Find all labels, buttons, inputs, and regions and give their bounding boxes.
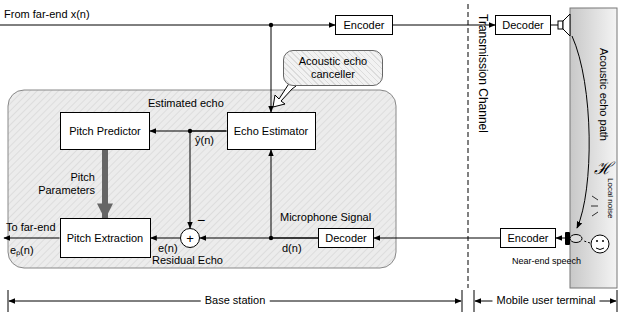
node-text: Decoder bbox=[325, 232, 367, 244]
signal-label: Residual Echo bbox=[152, 254, 223, 266]
speaker-face bbox=[584, 235, 609, 253]
signal-label: Base station bbox=[201, 294, 270, 306]
signal-connector bbox=[374, 238, 500, 239]
node-text: Pitch Predictor bbox=[69, 125, 141, 137]
signal-label: Near-end speech bbox=[512, 256, 581, 266]
channel-divider bbox=[468, 4, 469, 288]
signal-label: From far-end x(n) bbox=[4, 8, 90, 20]
speaker-symbol bbox=[558, 14, 570, 36]
node-text: Pitch Extraction bbox=[67, 232, 143, 244]
noise-rays bbox=[591, 196, 598, 216]
decoder-box: Decoder bbox=[495, 15, 551, 35]
terminal-panel: Acoustic echo pathℋ bbox=[570, 8, 617, 288]
signal-wire bbox=[0, 25, 335, 26]
summing-junction: + bbox=[180, 228, 200, 248]
echo-path-curve bbox=[572, 36, 589, 228]
callout-box: Acoustic echo canceller bbox=[283, 50, 383, 86]
signal-label: Local noise bbox=[606, 178, 615, 218]
edge-label: Pitch Parameters bbox=[33, 171, 95, 197]
decoder-box: Decoder bbox=[318, 228, 374, 248]
signal-label: ŷ(n) bbox=[195, 134, 214, 146]
microphone-symbol bbox=[565, 232, 582, 245]
signal-label: − bbox=[197, 212, 205, 228]
signal-connector bbox=[151, 238, 181, 239]
encoder-box: Encoder bbox=[335, 15, 393, 35]
signal-label: Estimated echo bbox=[148, 97, 224, 109]
encoder-box: Encoder bbox=[500, 228, 556, 248]
signal-connector bbox=[190, 131, 227, 228]
signal-label: Mobile user terminal bbox=[492, 294, 599, 306]
signal-connector bbox=[271, 150, 318, 238]
process-box: Echo Estimator bbox=[227, 112, 316, 150]
node-text: Acoustic echo path bbox=[598, 48, 610, 141]
parameter-arrow bbox=[102, 150, 108, 218]
node-text: ℋ bbox=[594, 156, 612, 179]
signal-wire bbox=[271, 25, 272, 112]
signal-label: e(n) bbox=[158, 242, 178, 254]
signal-label: eₚ(n) bbox=[10, 242, 34, 257]
signal-label: d(n) bbox=[282, 242, 302, 254]
terminal-panel bbox=[570, 8, 617, 288]
node-text: Echo Estimator bbox=[234, 125, 309, 137]
node-text: Acoustic echo canceller bbox=[284, 55, 382, 81]
extent-brackets bbox=[8, 290, 617, 312]
process-box: Pitch Extraction bbox=[60, 218, 151, 258]
junction-dot bbox=[188, 129, 192, 133]
signal-wire bbox=[4, 238, 60, 239]
base-station-region bbox=[8, 90, 396, 268]
signal-label: Microphone Signal bbox=[280, 211, 371, 223]
signal-label: Transmission Channel bbox=[476, 14, 490, 133]
signal-label: To far-end bbox=[6, 221, 56, 233]
junction-dot bbox=[269, 236, 273, 240]
process-box: Pitch Predictor bbox=[60, 112, 150, 150]
node-text: Encoder bbox=[344, 19, 385, 31]
node-text: Encoder bbox=[508, 232, 549, 244]
node-text: Decoder bbox=[502, 19, 544, 31]
node-text: + bbox=[186, 231, 194, 246]
junction-dot bbox=[269, 23, 273, 27]
